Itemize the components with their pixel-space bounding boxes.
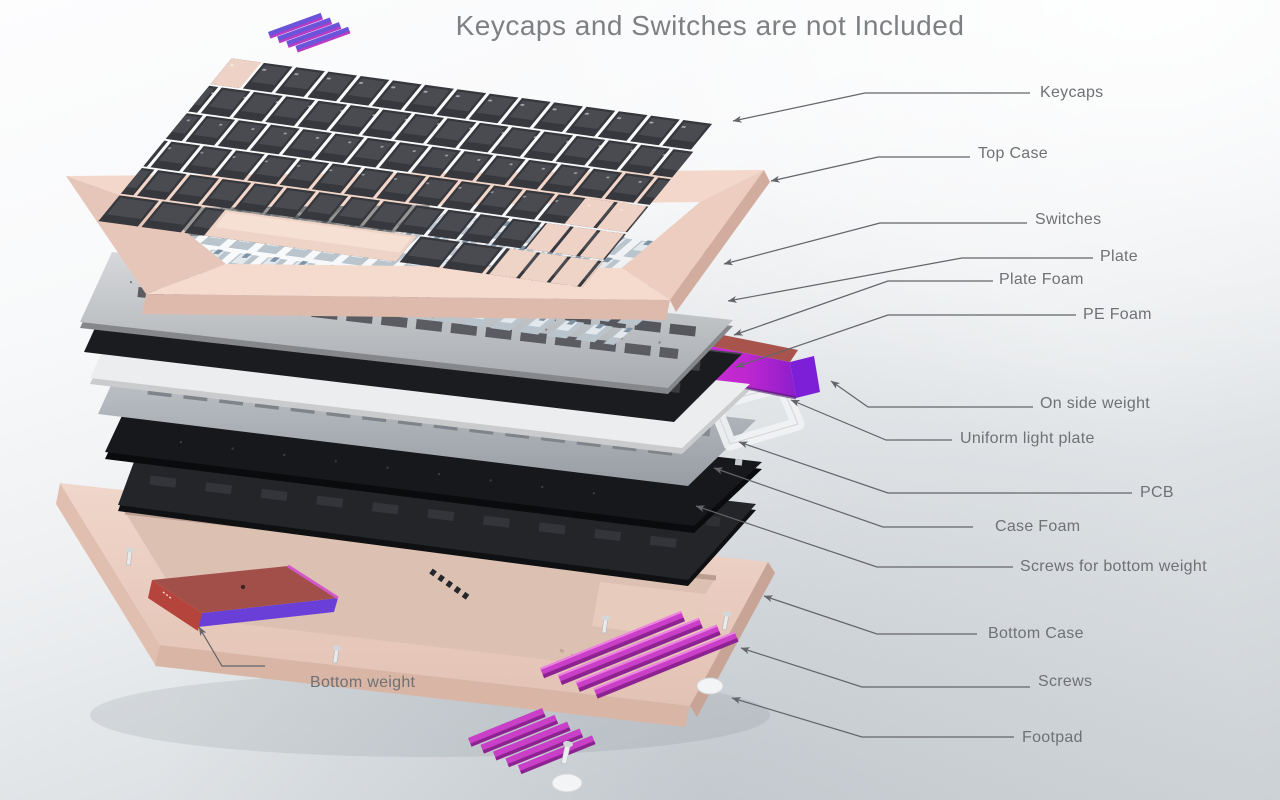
leader-bottom-weight	[198, 626, 265, 667]
leader-case-foam	[713, 467, 973, 528]
footpad-strip-set-small	[468, 708, 596, 775]
keycaps-layer	[98, 58, 716, 288]
leader-plate	[727, 257, 1093, 303]
label-plate-foam: Plate Foam	[999, 271, 1084, 288]
label-pcb: PCB	[1140, 484, 1174, 501]
label-uniform-light-plate: Uniform light plate	[960, 430, 1095, 447]
leader-top-case	[770, 156, 970, 183]
leader-bottom-case	[763, 595, 977, 635]
round-footpads	[551, 677, 724, 793]
leader-screws-bottom-weight	[695, 505, 1013, 568]
leader-lines	[198, 92, 1132, 738]
leader-uniform-light-plate	[790, 399, 952, 441]
label-plate: Plate	[1100, 248, 1138, 265]
top-footpad-piece	[268, 12, 351, 53]
footpad-strip-set-large	[540, 611, 739, 699]
leader-pe-foam	[735, 314, 1076, 368]
label-screws-bottom-weight: Screws for bottom weight	[1020, 558, 1207, 575]
label-pe-foam: PE Foam	[1083, 306, 1152, 323]
label-top-case: Top Case	[978, 145, 1048, 162]
label-switches: Switches	[1035, 211, 1102, 228]
leader-switches	[723, 222, 1027, 266]
bottom-weight-part	[148, 564, 339, 631]
leader-footpad	[731, 697, 1014, 738]
label-keycaps: Keycaps	[1040, 84, 1104, 101]
label-bottom-case: Bottom Case	[988, 625, 1084, 642]
leader-pcb	[738, 441, 1132, 494]
label-bottom-weight: Bottom weight	[310, 674, 416, 691]
label-screws: Screws	[1038, 673, 1093, 690]
leader-screws	[740, 647, 1030, 688]
leader-keycaps	[732, 92, 1030, 123]
leader-on-side-weight	[830, 380, 1033, 408]
leader-plate-foam	[733, 280, 993, 336]
label-on-side-weight: On side weight	[1040, 395, 1151, 412]
label-case-foam: Case Foam	[995, 518, 1081, 535]
diagram-title: Keycaps and Switches are not Included	[455, 10, 965, 41]
label-footpad: Footpad	[1022, 729, 1083, 746]
